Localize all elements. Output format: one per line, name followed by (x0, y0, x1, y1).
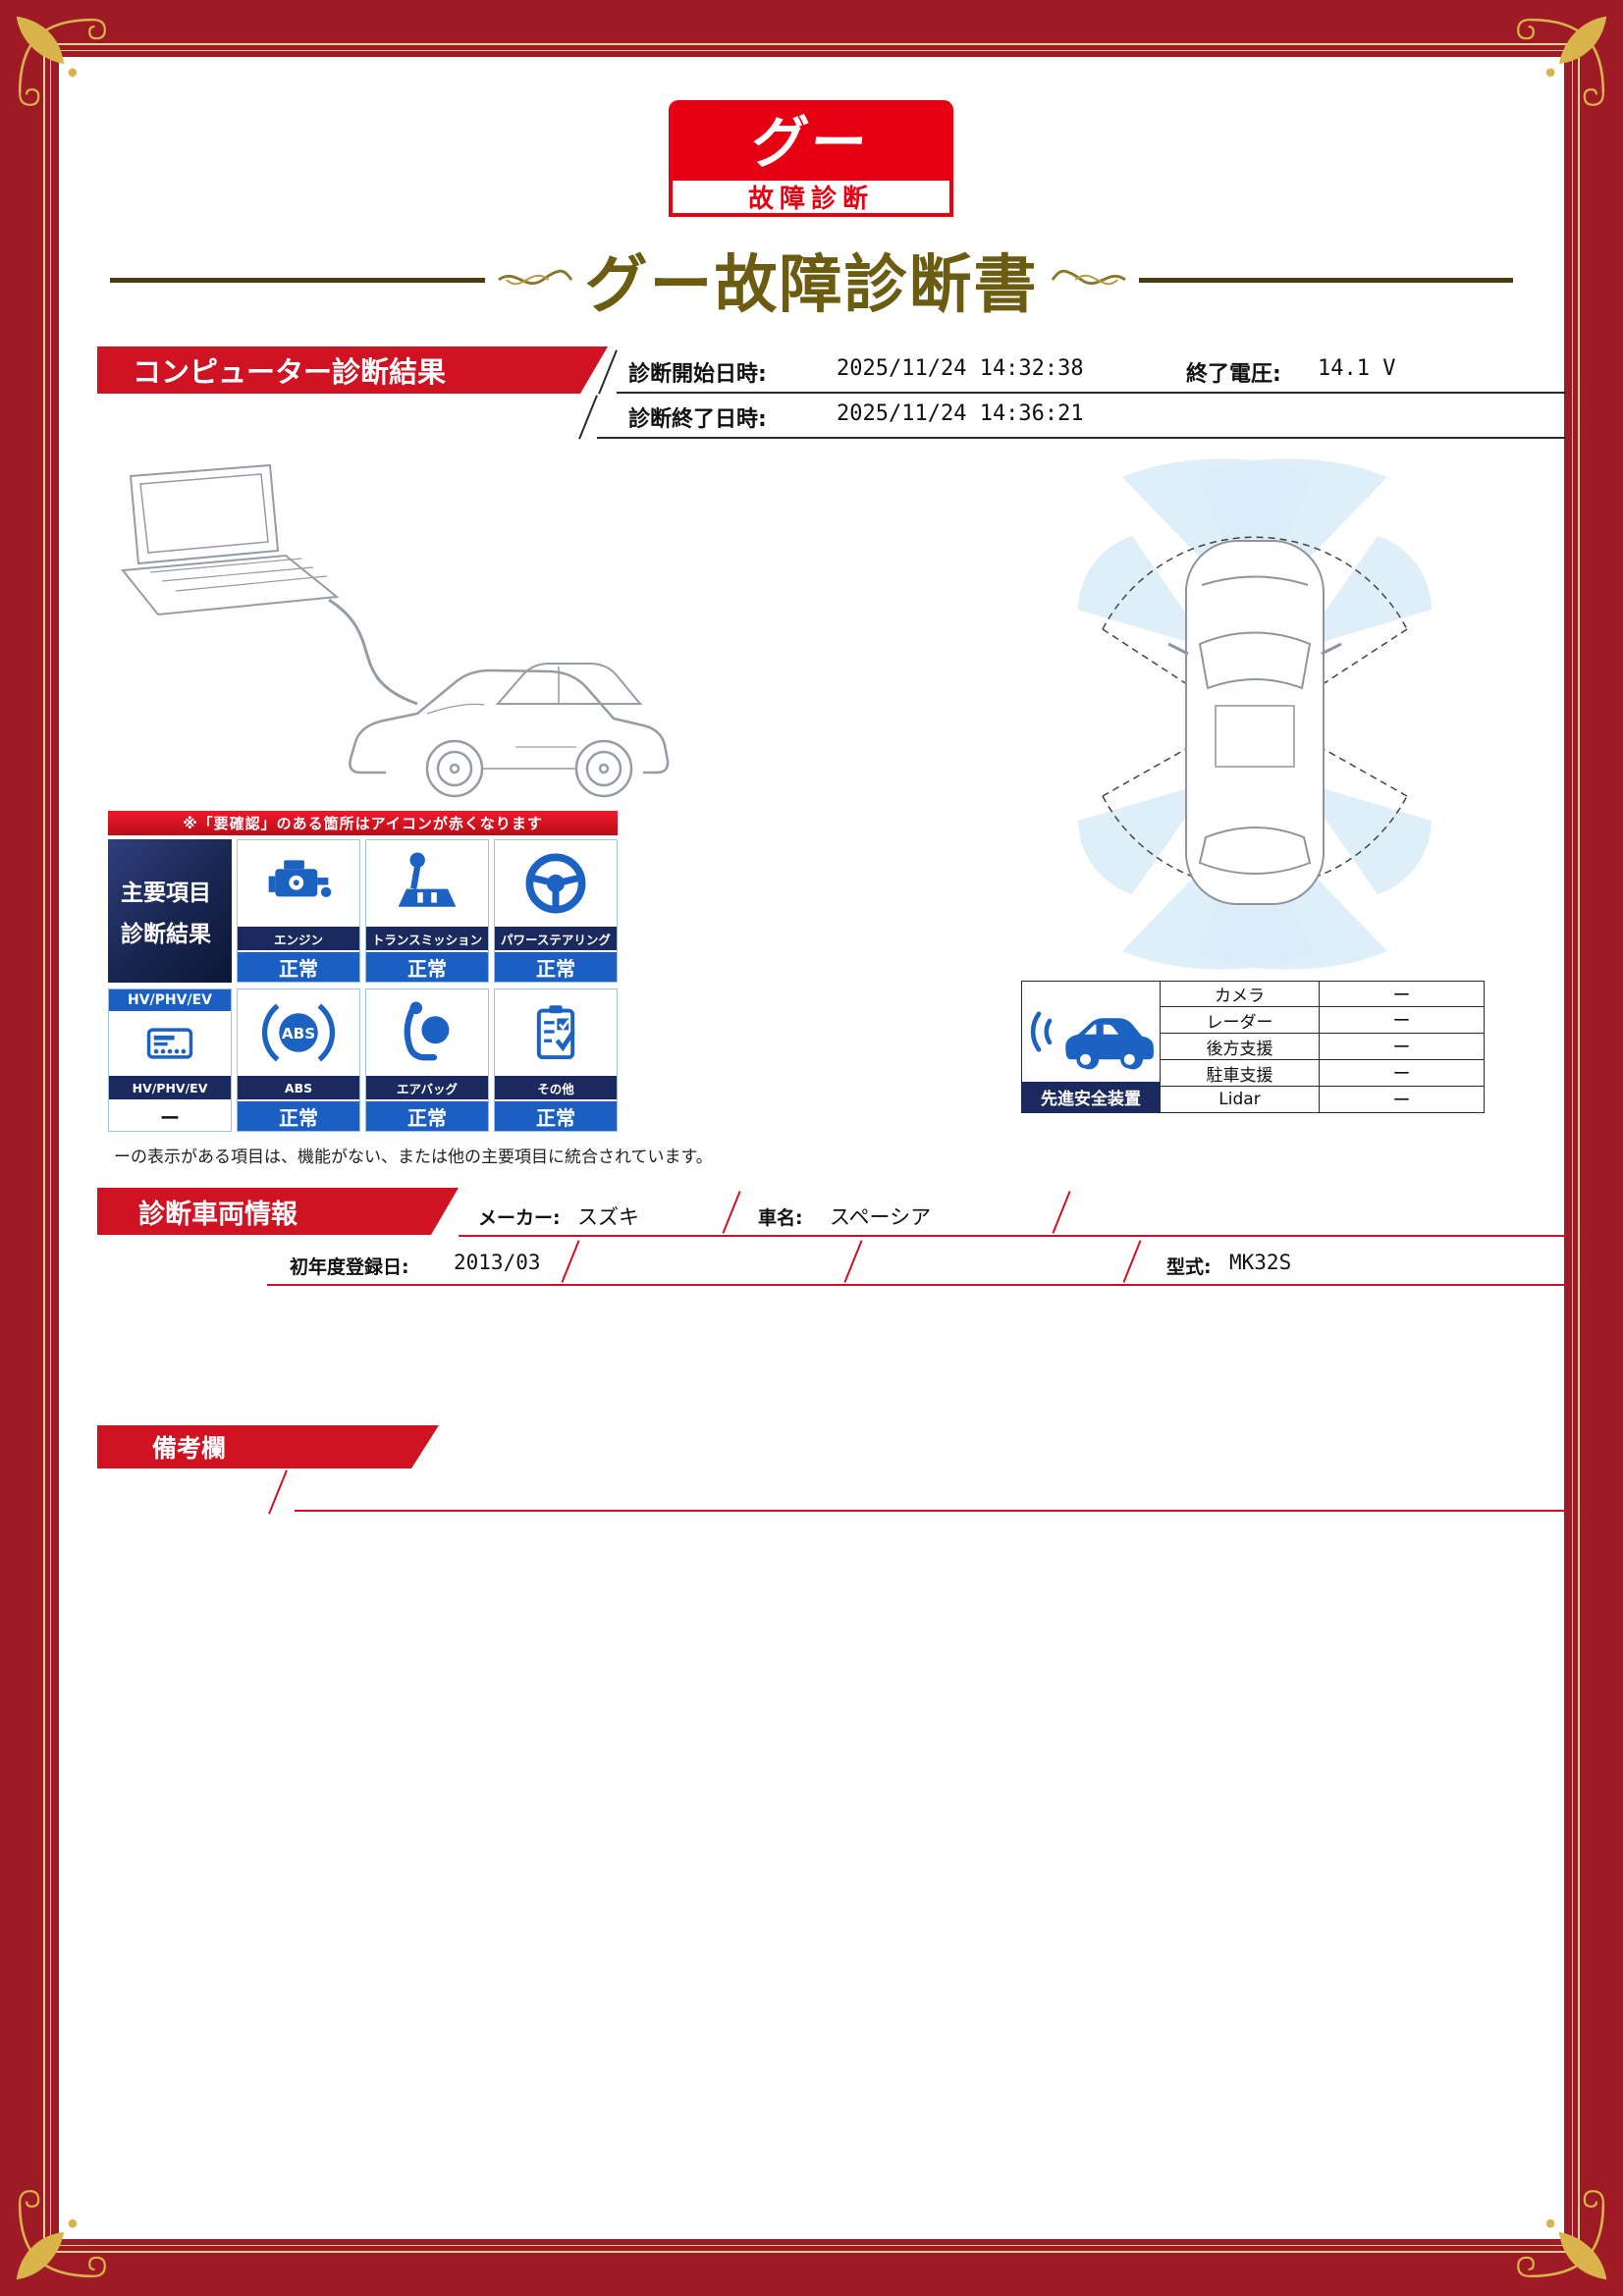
engine-icon (238, 840, 359, 927)
grid-footnote: ーの表示がある項目は、機能がない、または他の主要項目に統合されています。 (114, 1148, 713, 1167)
first-reg-label: 初年度登録日: (290, 1256, 409, 1278)
diag-item-status: 正常 (366, 1101, 488, 1131)
goo-logo-top: グー (669, 100, 953, 177)
car-name-label: 車名: (758, 1207, 803, 1229)
title-rule-right (1138, 277, 1513, 283)
diag-item-label: ABS (238, 1076, 359, 1099)
airbag-icon (366, 989, 488, 1076)
goo-logo: グー 故障診断 (669, 100, 953, 217)
diag-item-status: 正常 (238, 952, 359, 982)
diag-item-label: エンジン (238, 927, 359, 950)
page-background (59, 57, 1564, 2239)
vehicle-row1-rule (459, 1235, 1566, 1237)
safety-row-value: ー (1320, 1034, 1485, 1060)
topview-sensor-illustration (1078, 458, 1432, 970)
safety-icon-cell: 先進安全装置 (1021, 981, 1161, 1113)
safety-row-value: ー (1320, 1060, 1485, 1087)
abs-icon: ABS (238, 989, 359, 1076)
safety-car-icon (1022, 982, 1160, 1082)
main-results-line1: 主要項目 (121, 881, 211, 906)
main-results-line2: 診断結果 (121, 922, 211, 947)
remarks-heading: 備考欄 (97, 1425, 439, 1468)
vehicle-info-heading: 診断車両情報 (97, 1188, 459, 1235)
vehicle-row2-rule (267, 1284, 1566, 1286)
safety-row-name: Lidar (1161, 1087, 1320, 1113)
goo-logo-subtext: 故障診断 (747, 185, 874, 214)
attention-notice: ※「要確認」のある箇所はアイコンが赤くなります (108, 811, 618, 835)
laptop-car-illustration (121, 463, 670, 798)
title-flourish-icon (497, 269, 572, 286)
safety-row-value: ー (1320, 1087, 1485, 1113)
diag-item-label: トランスミッション (366, 927, 488, 950)
diag-item-status: 正常 (238, 1101, 359, 1131)
table-row: 駐車支援 ー (1161, 1060, 1485, 1087)
goo-logo-band: 故障診断 (669, 177, 953, 217)
diagnostic-grid: 主要項目 診断結果 エンジン 正常 (108, 839, 618, 1132)
diag-item-status: ー (109, 1101, 231, 1131)
table-row: レーダー ー (1161, 1007, 1485, 1034)
diag-item-label: パワーステアリング (495, 927, 617, 950)
diag-item-status: 正常 (366, 952, 488, 982)
safety-row-value: ー (1320, 1007, 1485, 1034)
title-row: グー故障診断書 (110, 243, 1513, 322)
first-reg-value: 2013/03 (454, 1251, 541, 1274)
diag-start-label: 診断開始日時: (628, 362, 767, 387)
safety-row-name: カメラ (1161, 981, 1320, 1007)
diag-end-label: 診断終了日時: (628, 407, 767, 432)
remarks-rule (295, 1510, 1566, 1512)
table-row: Lidar ー (1161, 1087, 1485, 1113)
transmission-icon (366, 840, 488, 927)
diag-start-value: 2025/11/24 14:32:38 (837, 356, 1084, 381)
safety-row-value: ー (1320, 981, 1485, 1007)
checklist-icon (495, 989, 617, 1076)
diag-voltage-value: 14.1 V (1318, 356, 1396, 381)
ev-panel-icon (109, 1011, 231, 1076)
diag-tile-other: その他 正常 (494, 988, 618, 1132)
goo-logo-text: グー (748, 111, 873, 176)
diag-tile-engine: エンジン 正常 (237, 839, 360, 983)
page-title: グー故障診断書 (584, 249, 1039, 322)
diag-tile-power-steering: パワーステアリング 正常 (494, 839, 618, 983)
model-code-label: 型式: (1166, 1256, 1212, 1278)
diag-tile-abs: ABS ABS 正常 (237, 988, 360, 1132)
diag-tile-airbag: エアバッグ 正常 (365, 988, 489, 1132)
hv-header: HV/PHV/EV (109, 989, 231, 1011)
diag-item-label: エアバッグ (366, 1076, 488, 1099)
safety-row-name: 駐車支援 (1161, 1060, 1320, 1087)
maker-value: スズキ (577, 1205, 639, 1229)
title-rule-left (110, 277, 485, 283)
corner-ornament-icon (1513, 8, 1615, 110)
model-code-value: MK32S (1229, 1251, 1292, 1274)
diag-row1-rule (617, 392, 1566, 394)
diag-tile-transmission: トランスミッション 正常 (365, 839, 489, 983)
steering-wheel-icon (495, 840, 617, 927)
diag-end-value: 2025/11/24 14:36:21 (837, 401, 1084, 426)
title-flourish-icon (1051, 269, 1126, 286)
safety-row-name: レーダー (1161, 1007, 1320, 1034)
corner-ornament-icon (1513, 2186, 1615, 2288)
safety-equipment-box: 先進安全装置 カメラ ー レーダー ー 後方支援 ー 駐車支援 ー Lidar … (1021, 981, 1485, 1113)
table-row: カメラ ー (1161, 981, 1485, 1007)
corner-ornament-icon (8, 2186, 110, 2288)
diag-item-status: 正常 (495, 1101, 617, 1131)
abs-text: ABS (282, 1025, 315, 1042)
diag-item-label: その他 (495, 1076, 617, 1099)
diag-voltage-label: 終了電圧: (1186, 362, 1281, 387)
safety-table: カメラ ー レーダー ー 後方支援 ー 駐車支援 ー Lidar ー (1161, 981, 1485, 1113)
diag-item-status: 正常 (495, 952, 617, 982)
maker-label: メーカー: (478, 1207, 561, 1229)
corner-ornament-icon (8, 8, 110, 110)
car-name-value: スペーシア (830, 1205, 932, 1229)
safety-label: 先進安全装置 (1022, 1082, 1160, 1112)
diag-tile-hv-phv-ev: HV/PHV/EV HV/PHV/EV ー (108, 988, 232, 1132)
diag-item-label: HV/PHV/EV (109, 1076, 231, 1099)
computer-diagnosis-heading: コンピューター診断結果 (97, 347, 608, 394)
safety-row-name: 後方支援 (1161, 1034, 1320, 1060)
table-row: 後方支援 ー (1161, 1034, 1485, 1060)
main-results-box: 主要項目 診断結果 (108, 839, 232, 983)
diag-row2-rule (597, 437, 1566, 439)
